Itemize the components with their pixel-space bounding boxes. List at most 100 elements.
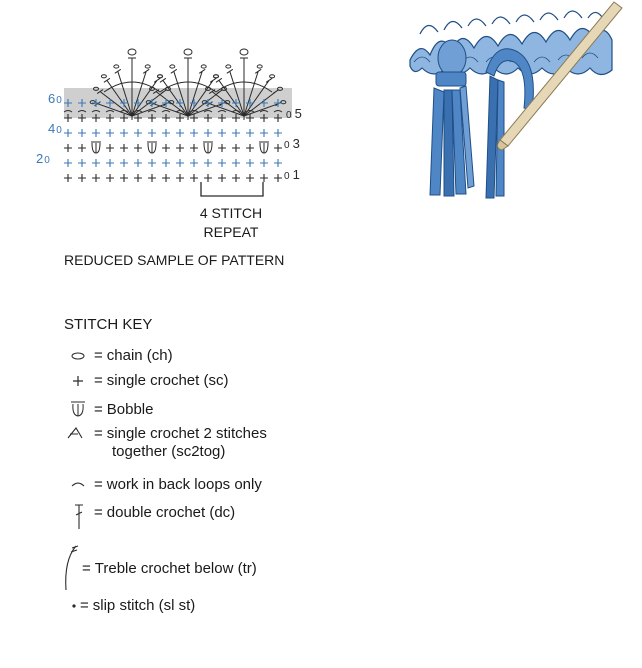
repeat-bracket: [200, 182, 264, 197]
fan-connector: [159, 81, 217, 93]
row-3-bobble: [91, 141, 101, 154]
row-2-sc: [120, 159, 128, 167]
row-6-sc: [218, 99, 226, 107]
row-6-sc: [162, 99, 170, 107]
row-5-back-loop: [217, 110, 227, 113]
row-6-sc: [176, 99, 184, 107]
row-2-sc: [64, 159, 72, 167]
row-3-stitch: [246, 144, 254, 152]
fan-motif: [89, 48, 175, 120]
row-2-sc: [260, 159, 268, 167]
finished-tassel: [429, 39, 475, 197]
row-1-sc: [92, 174, 100, 182]
key-item-treble-below: =Treble crochet below (tr): [60, 542, 257, 594]
row-5-back-loop: [189, 110, 199, 113]
single-crochet-icon: [73, 376, 83, 386]
row-5-back-loop: [161, 110, 171, 113]
row-5-sc: [162, 114, 170, 122]
row-6-sc: [134, 99, 142, 107]
row-5-sc: [190, 114, 198, 122]
row-1-sc: [106, 174, 114, 182]
row-2-sc: [78, 159, 86, 167]
row-4-sc: [232, 129, 240, 137]
row-3-bobble: [147, 141, 157, 154]
row-6-sc: [148, 99, 156, 107]
key-item-chain: =chain (ch): [60, 345, 173, 367]
row-1-sc: [78, 174, 86, 182]
row-2-sc: [246, 159, 254, 167]
row-2-sc: [204, 159, 212, 167]
row-3-bobble: [259, 141, 269, 154]
key-item-bobble: =Bobble: [60, 399, 153, 421]
row-5-sc: [260, 114, 268, 122]
row-4-sc: [204, 129, 212, 137]
sc2tog-icon: [67, 427, 83, 439]
row-6-sc: [120, 99, 128, 107]
row-5-sc: [232, 114, 240, 122]
row-2-sc: [190, 159, 198, 167]
row-2-sc: [134, 159, 142, 167]
row-6-sc: [106, 99, 114, 107]
row-5-back-loop: [77, 110, 87, 113]
row-4-sc: [78, 129, 86, 137]
row-5-back-loop: [133, 110, 143, 113]
key-item-slip-stitch: =slip stitch (sl st): [60, 595, 195, 617]
fan-motifs: [89, 48, 287, 120]
row-6-sc: [92, 99, 100, 107]
slip-stitch-icon: [72, 604, 76, 608]
bobble-icon: [71, 401, 85, 417]
row-5-sc: [120, 114, 128, 122]
stitch-key-title: STITCH KEY: [64, 316, 153, 333]
fan-connector: [103, 81, 161, 93]
row-4-sc: [106, 129, 114, 137]
row-5-back-loop: [175, 110, 185, 113]
row-3-stitch: [106, 144, 114, 152]
fan-connector: [215, 81, 273, 93]
row-5-back-loop: [203, 110, 213, 113]
row-4-sc: [190, 129, 198, 137]
row-6-sc: [78, 99, 86, 107]
row-5-back-loop: [273, 110, 283, 113]
row-4-sc: [64, 129, 72, 137]
row-1-sc: [120, 174, 128, 182]
stitch-rows: [63, 99, 283, 182]
row-5-back-loop: [105, 110, 115, 113]
row-3-stitch: [232, 144, 240, 152]
row-5-sc: [218, 114, 226, 122]
row-5-sc: [204, 114, 212, 122]
row-6-sc: [204, 99, 212, 107]
row-4-sc: [218, 129, 226, 137]
row-1-sc: [260, 174, 268, 182]
row-2-sc: [148, 159, 156, 167]
row-1-sc: [274, 174, 282, 182]
row-3-stitch: [218, 144, 226, 152]
row-3-stitch: [176, 144, 184, 152]
row-label-4: 40: [48, 121, 62, 136]
row-1-sc: [218, 174, 226, 182]
row-5-back-loop: [231, 110, 241, 113]
row-5-sc: [148, 114, 156, 122]
key-item-single-crochet: =single crochet (sc): [60, 370, 228, 392]
row-4-sc: [92, 129, 100, 137]
row-5-back-loop: [119, 110, 129, 113]
row-4-sc: [274, 129, 282, 137]
treble-below-icon: [65, 545, 79, 591]
loop-tassel: [485, 48, 534, 199]
row-5-sc: [134, 114, 142, 122]
row-1-sc: [64, 174, 72, 182]
row-3-stitch: [190, 144, 198, 152]
row-1-sc: [246, 174, 254, 182]
row-1-sc: [176, 174, 184, 182]
row-6-sc: [274, 99, 282, 107]
row-3-stitch: [134, 144, 142, 152]
row-5-back-loop: [245, 110, 255, 113]
row-4-sc: [162, 129, 170, 137]
row-label-6: 60: [48, 91, 62, 106]
row-4-sc: [148, 129, 156, 137]
row-5-back-loop: [91, 110, 101, 113]
double-crochet-icon: [75, 504, 83, 529]
